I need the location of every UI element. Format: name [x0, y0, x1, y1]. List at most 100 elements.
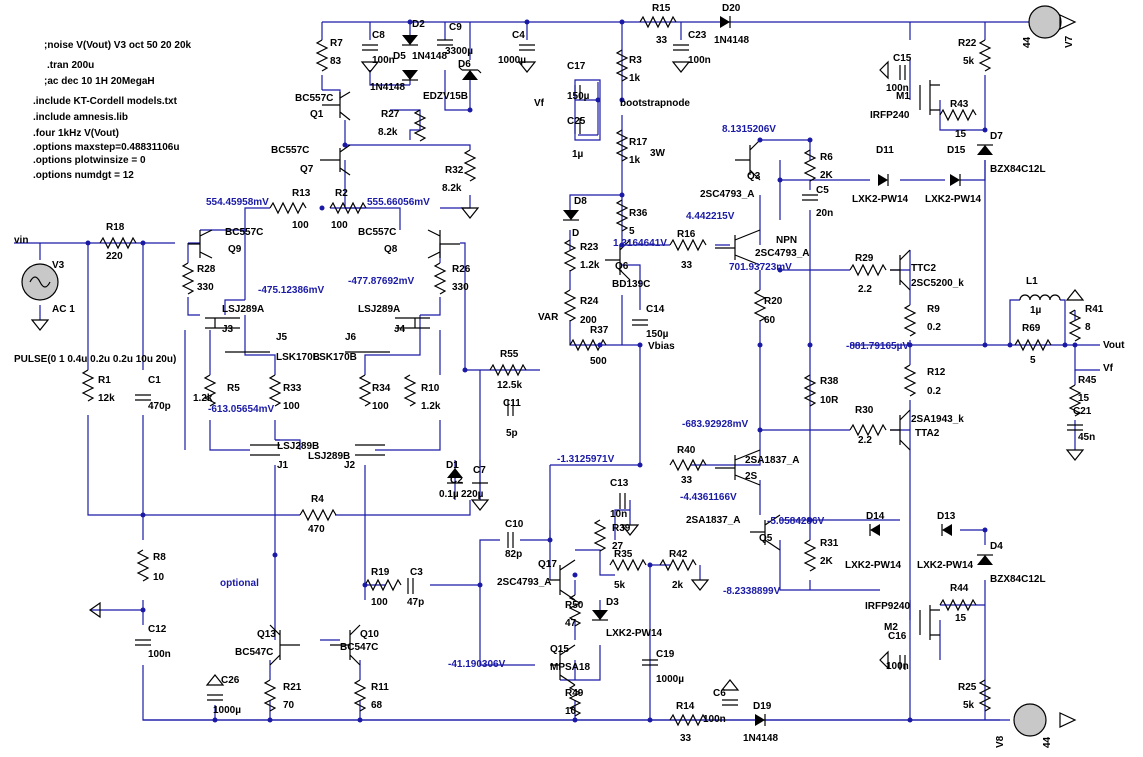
component-label: R3 [629, 55, 642, 66]
component-label: 5 [629, 226, 635, 237]
component-label: R43 [950, 99, 969, 110]
component-label: 100 [283, 401, 300, 412]
component-label: 5k [614, 580, 626, 591]
component-label: Q6 [615, 261, 629, 272]
component-label: R42 [669, 549, 688, 560]
component-label: 68 [371, 700, 383, 711]
component-label: Q5 [759, 533, 773, 544]
component-label: R35 [614, 549, 633, 560]
component-label: 1000µ [498, 55, 526, 66]
component-label: M1 [896, 91, 910, 102]
component-label: C16 [888, 631, 907, 642]
component-label: R69 [1022, 323, 1041, 334]
component-label: 470p [148, 401, 171, 412]
component-label: 1.2k [421, 401, 441, 412]
component-label: 2SA1943_k [911, 414, 964, 425]
component-label: R34 [372, 383, 391, 394]
component-label: R15 [652, 3, 671, 14]
component-label: 2K [820, 170, 834, 181]
component-label: R10 [421, 383, 440, 394]
component-label: C25 [567, 116, 586, 127]
component-label: 10 [153, 572, 165, 583]
component-label: R27 [381, 109, 400, 120]
component-label: 2.2 [858, 435, 872, 446]
component-label: R41 [1085, 304, 1104, 315]
component-label: R32 [445, 165, 464, 176]
component-label: Q7 [300, 164, 314, 175]
component-label: LSJ289A [222, 304, 264, 315]
component-label: 12k [98, 393, 115, 404]
component-label: 220 [106, 251, 123, 262]
component-label: C19 [656, 649, 675, 660]
component-label: BC547C [235, 647, 273, 658]
component-label: 5k [963, 56, 975, 67]
component-label: R8 [153, 552, 166, 563]
component-label: D14 [866, 511, 885, 522]
component-label: R30 [855, 405, 874, 416]
component-label: C5 [816, 185, 829, 196]
component-label: Q9 [228, 244, 242, 255]
component-label: 150µ [567, 91, 590, 102]
component-label: 10 [565, 706, 577, 717]
component-label: LSJ289A [358, 304, 400, 315]
component-label: C14 [646, 304, 665, 315]
component-label: V7 [1064, 35, 1075, 48]
component-label: C9 [449, 22, 462, 33]
component-label: J5 [276, 332, 288, 343]
component-label: D8 [574, 196, 587, 207]
component-label: R11 [371, 682, 389, 693]
spice-directive: .four 1kHz V(Vout) [33, 128, 119, 139]
component-label: EDZV15B [423, 91, 468, 102]
component-label: 1N4148 [743, 733, 778, 744]
component-label: 83 [330, 56, 342, 67]
component-label: R7 [330, 38, 343, 49]
component-label: 33 [656, 35, 668, 46]
component-label: Q15 [550, 644, 569, 655]
component-label: MPSA18 [550, 662, 590, 673]
component-label: 2SC5200_k [911, 278, 964, 289]
component-label: 3W [650, 148, 666, 159]
component-label: C6 [713, 688, 726, 699]
spice-directives: ;noise V(Vout) V3 oct 50 20 20k.tran 200… [33, 40, 192, 181]
component-label: J3 [222, 324, 234, 335]
component-label: R16 [677, 229, 696, 240]
component-label: 100n [372, 55, 395, 66]
component-label: C4 [512, 30, 525, 41]
component-label: 200 [580, 315, 597, 326]
component-label: 1N4148 [412, 51, 447, 62]
node-voltage: -41.190306V [448, 659, 506, 670]
component-label: 100 [331, 220, 348, 231]
component-label: 12.5k [497, 380, 522, 391]
component-label: D6 [458, 59, 471, 70]
spice-directive: .tran 200u [47, 60, 94, 71]
component-label: LSJ289B [308, 451, 350, 462]
component-label: AC 1 [52, 304, 75, 315]
component-label: 60 [764, 315, 776, 326]
component-label: 0.2 [927, 386, 941, 397]
component-label: C11 [503, 398, 521, 409]
component-label: 47 [565, 618, 577, 629]
component-label: R55 [500, 349, 519, 360]
component-label: IRFP9240 [865, 601, 910, 612]
component-label: C17 [567, 61, 586, 72]
component-label: R5 [227, 383, 240, 394]
component-label: R37 [590, 325, 609, 336]
component-label: Vbias [648, 341, 675, 352]
component-label: LXK2-PW14 [925, 194, 982, 205]
component-label: R31 [820, 538, 839, 549]
component-label: 1k [629, 155, 641, 166]
component-label: C1 [148, 375, 161, 386]
component-label: J4 [394, 324, 406, 335]
component-label: R24 [580, 296, 599, 307]
component-label: 2.2 [858, 284, 872, 295]
spice-directive: ;ac dec 10 1H 20MegaH [44, 76, 155, 87]
component-label: 27 [612, 541, 624, 552]
component-label: 100 [292, 220, 309, 231]
spice-directive: .options maxstep=0.48831106u [33, 142, 179, 153]
component-label: C15 [893, 53, 912, 64]
component-label: 2SA1837_A [745, 455, 799, 466]
node-voltage: 1.3164641V [613, 238, 667, 249]
component-label: 1000µ [213, 705, 241, 716]
component-label: M2 [884, 622, 898, 633]
